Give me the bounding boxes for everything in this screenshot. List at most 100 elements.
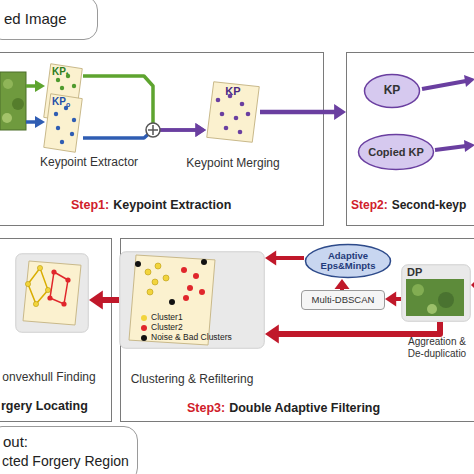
merge-symbol xyxy=(146,123,160,137)
cropped-arrow xyxy=(422,75,474,152)
keypoint-dots xyxy=(54,106,76,144)
arrow-head xyxy=(334,104,346,120)
connector-line xyxy=(102,297,119,303)
connector-line xyxy=(278,322,440,334)
card-outline xyxy=(15,253,89,333)
caption-text: onvexhull Finding xyxy=(0,371,99,385)
connector-line xyxy=(153,128,196,132)
output-box: out: cted Forgery Region xyxy=(0,426,138,474)
flow-arrow xyxy=(335,279,350,290)
input-thumbnail xyxy=(0,72,26,130)
process-ellipse: Copied KP xyxy=(357,133,435,171)
keypoint-label: KP xyxy=(52,96,66,108)
input-box: ed Image xyxy=(0,0,98,40)
card-label: DP xyxy=(407,266,422,279)
flow-arrow xyxy=(265,251,304,266)
keypoint-card: KPo xyxy=(43,93,83,153)
ellipse-label: KP xyxy=(363,73,421,109)
legend-swatch xyxy=(141,315,147,321)
step-panel: Step3: Double Adaptive Filtering Adaptive … xyxy=(120,238,474,422)
heading-row: Step3: Double Adaptive Filtering xyxy=(187,401,380,415)
dp-thumbnail xyxy=(406,279,464,316)
process-ellipse: Adaptive Eps&Minpts xyxy=(304,243,392,279)
heading-row: Step2: Second-keyp xyxy=(351,199,466,213)
arrow-head xyxy=(385,292,396,307)
legend-text: Cluster1 xyxy=(151,313,183,323)
caption-text: Keypoint Extractor xyxy=(40,156,138,170)
subscript: o xyxy=(66,101,70,109)
card-background xyxy=(402,265,471,322)
legend-text: Noise & Bad Clusters xyxy=(151,333,232,343)
arrow-head xyxy=(265,325,279,344)
input-label: ed Image xyxy=(4,10,67,27)
ellipse-label: Copied KP xyxy=(357,133,435,171)
keypoint-label: KP xyxy=(206,85,260,98)
step-panel: rgery Locating onvexhull Finding xyxy=(0,238,112,422)
card-background xyxy=(120,252,265,349)
flow-arrow xyxy=(265,322,440,344)
legend-item: Cluster1 xyxy=(141,313,183,323)
connector-line xyxy=(153,128,196,132)
subscript: t xyxy=(66,71,68,79)
arrow-head xyxy=(265,251,276,266)
legend-item: Cluster2 xyxy=(141,323,183,333)
heading-row: KPt xyxy=(52,66,68,78)
caption-text: Clustering & Refiltering xyxy=(119,373,265,387)
step-number: Step1: xyxy=(71,198,109,212)
heading-row: Step1: Keypoint Extraction xyxy=(71,198,231,212)
card-background xyxy=(16,254,89,333)
extract-arrow xyxy=(26,80,45,128)
heading-row: KPo xyxy=(52,96,70,108)
image-card: Clustering & RefilteringCluster1Cluster2… xyxy=(119,251,265,349)
step-title: Keypoint Extraction xyxy=(113,198,231,212)
connector-line xyxy=(275,256,304,260)
flow-arrow xyxy=(385,292,401,307)
step-panel: Step1:Keypoint ExtractionKPtKPoKPKeypoin… xyxy=(0,52,324,226)
flow-arrow xyxy=(83,76,206,137)
step-panel: Step2: Second-keyp KP Copied KP xyxy=(346,52,474,226)
keypoint-dots xyxy=(56,74,76,90)
connector-line xyxy=(83,76,153,130)
flow-arrow xyxy=(83,123,206,138)
output-label: out: xyxy=(3,433,28,450)
keypoint-dots xyxy=(216,94,251,135)
image-card: onvexhull Finding xyxy=(15,253,89,333)
flow-arrow xyxy=(260,104,346,120)
incoming-arrow xyxy=(471,280,474,290)
arrow-head xyxy=(335,279,350,289)
legend-swatch xyxy=(141,335,147,341)
keypoint-card: KPKeypoint Merging xyxy=(206,81,260,143)
process-ellipse: KP xyxy=(363,73,421,109)
caption-text: Keypoint Merging xyxy=(176,157,290,171)
convex-hull xyxy=(25,265,70,306)
arrow-head xyxy=(195,123,206,137)
card-shape xyxy=(23,261,81,325)
arrow-head xyxy=(89,291,103,310)
connector-line xyxy=(340,288,344,290)
keypoint-label: KP xyxy=(52,66,66,78)
step-title: Double Adaptive Filtering xyxy=(229,401,380,415)
legend-item: Noise & Bad Clusters xyxy=(141,333,232,343)
step-title: Second-keyp xyxy=(392,199,467,213)
arrow-head xyxy=(195,123,206,137)
caption-text: Aggreation & De-duplicatio xyxy=(399,336,474,359)
legend-swatch xyxy=(141,325,147,331)
card-shape xyxy=(207,82,260,143)
card-shape xyxy=(44,94,83,153)
legend-text: Cluster2 xyxy=(151,323,183,333)
ellipse-label: Adaptive Eps&Minpts xyxy=(304,243,392,279)
flow-arrow xyxy=(89,291,119,310)
card-shape xyxy=(129,255,215,345)
connector-line xyxy=(83,130,153,138)
step-number: Step3: xyxy=(187,401,225,415)
cluster-dots xyxy=(135,259,207,305)
connector-line xyxy=(395,297,401,301)
process-box: Multi-DBSCAN xyxy=(301,290,385,310)
step-number: Step2: xyxy=(351,199,388,213)
box-label: Multi-DBSCAN xyxy=(302,291,384,309)
step-title: rgery Locating xyxy=(1,399,88,413)
output-label: cted Forgery Region xyxy=(2,453,129,469)
